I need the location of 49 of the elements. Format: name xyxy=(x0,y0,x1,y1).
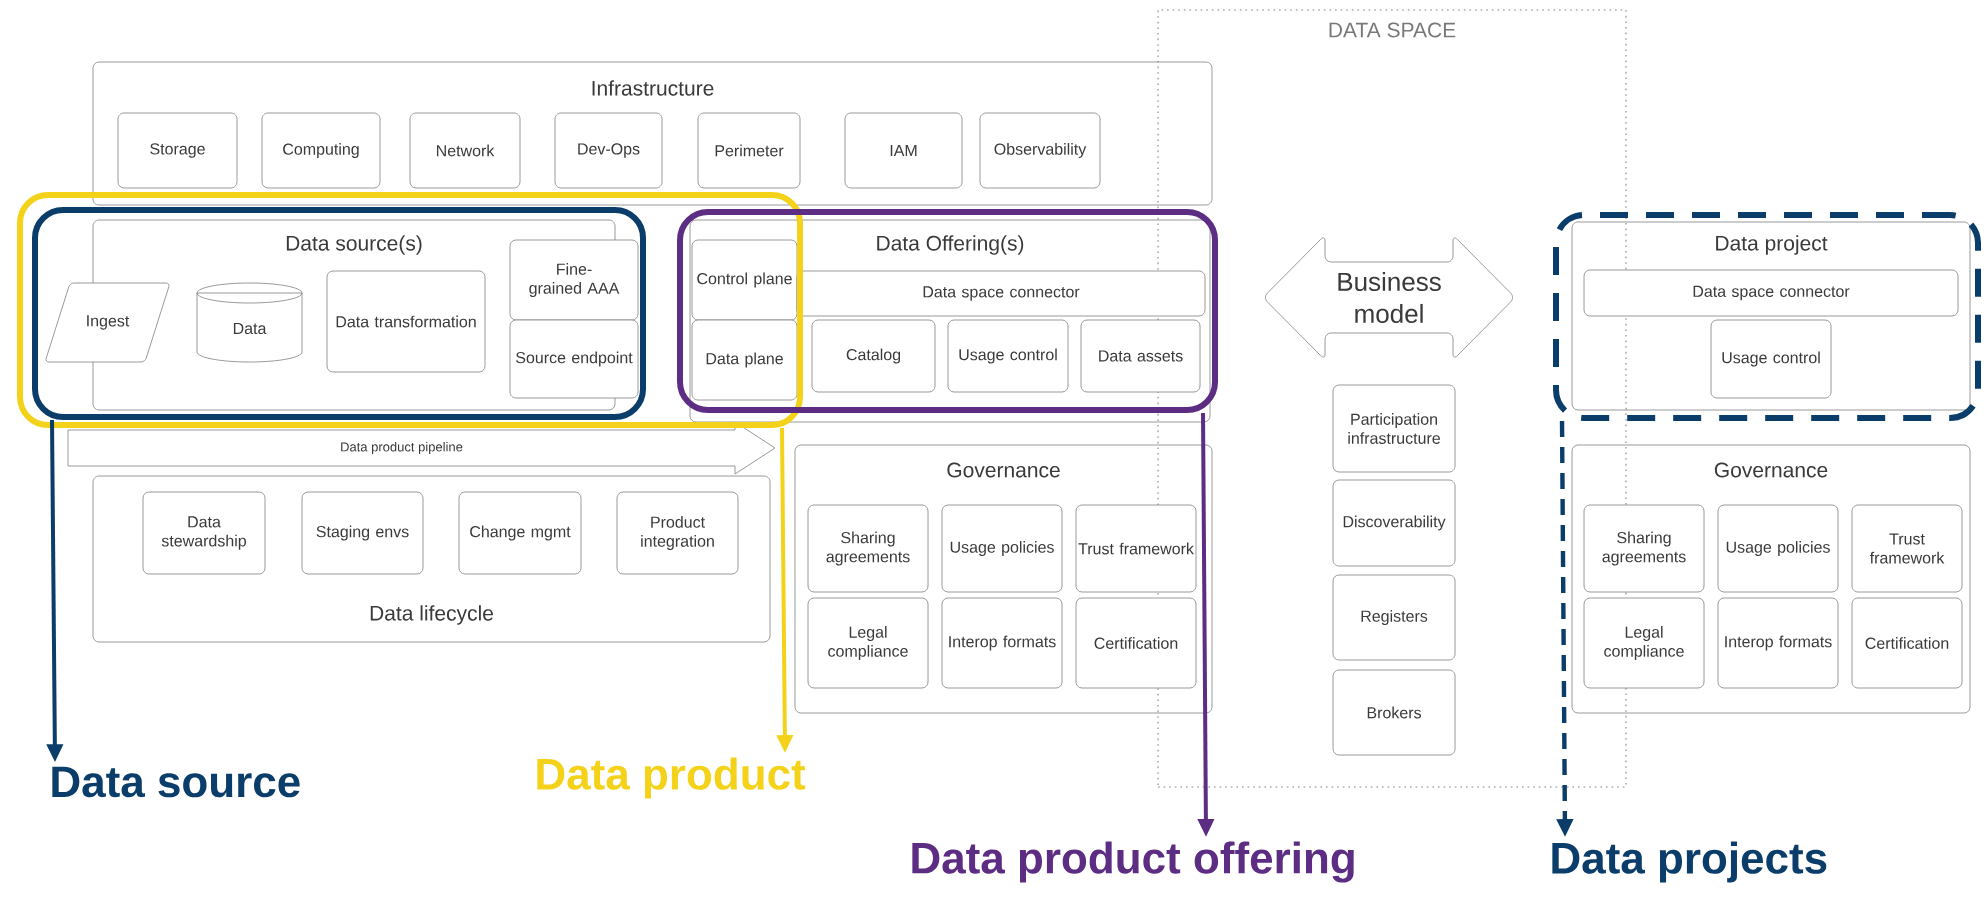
component-box: Registers xyxy=(1332,574,1456,661)
component-box: Sharing agreements xyxy=(807,504,929,593)
section-heading: Data projects xyxy=(1552,841,1827,883)
component-box: Brokers xyxy=(1332,669,1456,756)
component-box: Storage xyxy=(117,112,238,189)
section-heading: Data source xyxy=(52,766,300,798)
component-box: Data transformation xyxy=(326,270,486,373)
highlight-frame xyxy=(1553,212,1981,421)
component-box: Fine-grained AAA xyxy=(509,239,639,321)
component-box: Perimeter xyxy=(697,112,801,189)
highlight-frame xyxy=(17,192,803,428)
component-box: Catalog xyxy=(811,319,936,393)
section-heading: Data product offering xyxy=(912,841,1354,883)
database-cylinder: Data xyxy=(196,282,303,363)
highlight-frame xyxy=(32,207,646,420)
component-box: Legal compliance xyxy=(1583,597,1705,689)
connector-bar: Data space connector xyxy=(1583,269,1959,317)
input-parallelogram: Ingest xyxy=(45,282,170,363)
component-box: Sharing agreements xyxy=(1583,504,1705,593)
component-box: Data stewardship xyxy=(142,491,266,575)
component-box: Trust framework xyxy=(1075,504,1197,593)
component-box: Usage policies xyxy=(1717,504,1839,593)
double-headed-banner: Business model xyxy=(1265,237,1513,358)
component-box: Certification xyxy=(1075,597,1197,689)
component-box: Usage policies xyxy=(941,504,1063,593)
component-box: Change mgmt xyxy=(458,491,582,575)
component-box: Certification xyxy=(1851,597,1963,689)
component-box: Data plane xyxy=(691,319,798,401)
connector-bar: Data space connector xyxy=(796,270,1206,317)
component-box: Usage control xyxy=(1710,319,1832,399)
component-box: Usage control xyxy=(947,319,1069,393)
component-box: Staging envs xyxy=(301,491,424,575)
component-box: Dev-Ops xyxy=(554,112,663,189)
component-box: Trust framework xyxy=(1851,504,1963,593)
component-box: Observability xyxy=(979,112,1101,189)
component-box: Source endpoint xyxy=(509,319,639,399)
component-box: Legal compliance xyxy=(807,597,929,689)
component-box: Product integration xyxy=(616,491,739,575)
component-box: Control plane xyxy=(691,239,798,321)
component-box: Network xyxy=(409,112,521,189)
component-box: Interop formats xyxy=(1717,597,1839,689)
section-heading: Data product xyxy=(537,757,806,799)
pipeline-band: Data product pipeline xyxy=(67,421,776,475)
component-box: Discoverability xyxy=(1332,479,1456,567)
component-box: IAM xyxy=(844,112,963,189)
component-box: Data assets xyxy=(1080,319,1201,393)
component-box: Participation infrastructure xyxy=(1332,384,1456,473)
component-box: Interop formats xyxy=(941,597,1063,689)
component-box: Computing xyxy=(261,112,381,189)
